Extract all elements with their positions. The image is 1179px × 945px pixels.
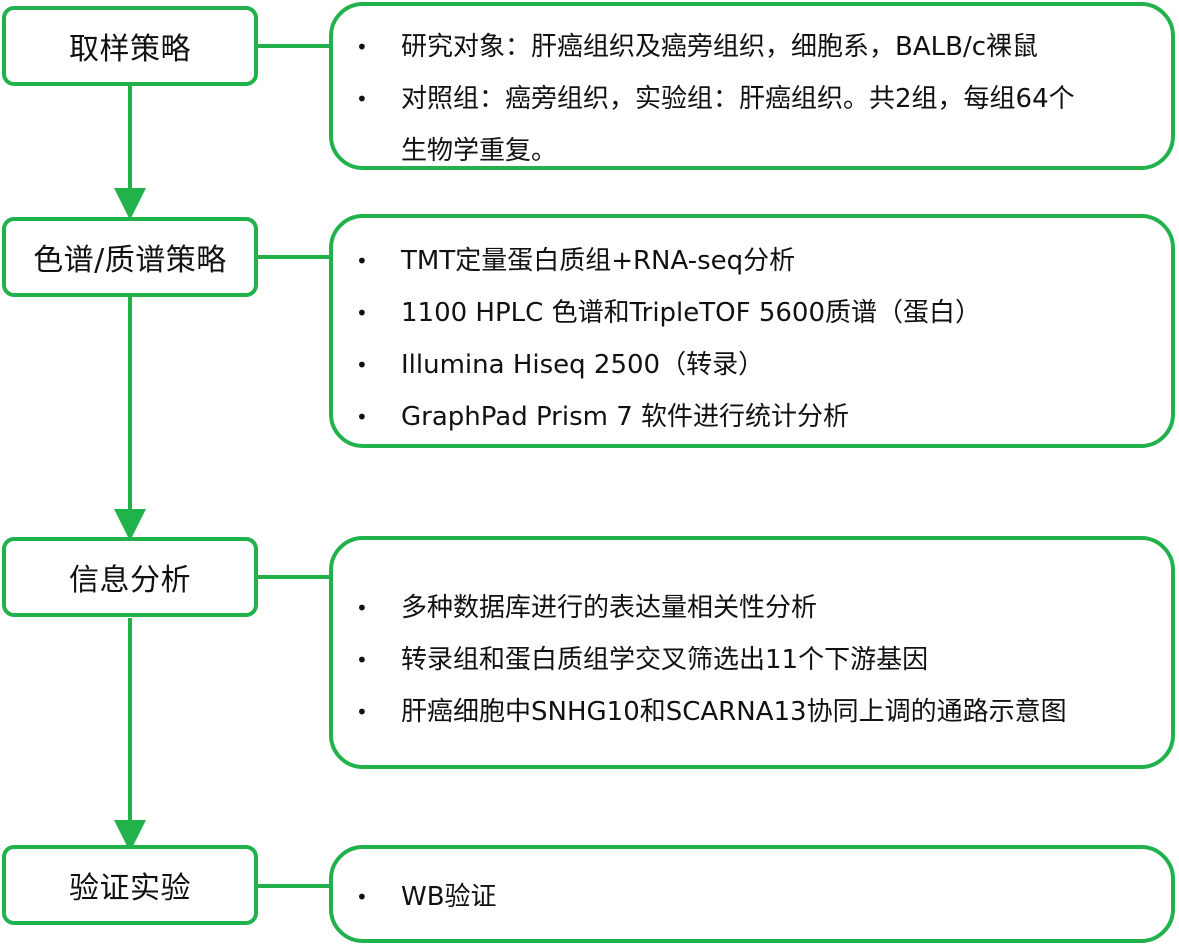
information-analysis-bullet-list: • 多种数据库进行的表达量相关性分析 • 转录组和蛋白质组学交叉筛选出11个下游… [333, 582, 1171, 738]
chromatography-ms-bullet-text: GraphPad Prism 7 软件进行统计分析 [401, 402, 850, 432]
sampling-bullet-item: • 对照组：癌旁组织，实验组：肝癌组织。共2组，每组64个 [333, 73, 1171, 125]
bullet-icon: • [356, 35, 368, 59]
bullet-icon: • [356, 301, 368, 325]
information-analysis-bullet-item: • 肝癌细胞中SNHG10和SCARNA13协同上调的通路示意图 [333, 686, 1171, 738]
sampling-bullet-text: 生物学重复。 [401, 136, 558, 166]
chromatography-ms-bullet-item: • TMT定量蛋白质组+RNA-seq分析 [333, 235, 1171, 287]
chromatography-ms-strategy-box: 色谱/质谱策略 [2, 217, 258, 297]
bullet-icon: • [356, 885, 368, 909]
sampling-bullet-list: • 研究对象：肝癌组织及癌旁组织，细胞系，BALB/c裸鼠 • 对照组：癌旁组织… [333, 21, 1171, 177]
bullet-icon: • [356, 648, 368, 672]
sampling-details-box: • 研究对象：肝癌组织及癌旁组织，细胞系，BALB/c裸鼠 • 对照组：癌旁组织… [329, 2, 1175, 170]
sampling-strategy-box: 取样策略 [2, 6, 258, 86]
chromatography-ms-bullet-text: Illumina Hiseq 2500（转录） [401, 350, 765, 380]
sampling-strategy-label: 取样策略 [69, 32, 191, 67]
bullet-icon: • [356, 353, 368, 377]
bullet-icon: • [356, 87, 368, 111]
chromatography-ms-bullet-item: • 1100 HPLC 色谱和TripleTOF 5600质谱（蛋白） [333, 287, 1171, 339]
sampling-bullet-text: 研究对象：肝癌组织及癌旁组织，细胞系，BALB/c裸鼠 [401, 32, 1039, 62]
chromatography-ms-bullet-text: TMT定量蛋白质组+RNA-seq分析 [401, 246, 796, 276]
information-analysis-bullet-text: 肝癌细胞中SNHG10和SCARNA13协同上调的通路示意图 [401, 697, 1067, 727]
validation-experiment-label: 验证实验 [69, 871, 191, 906]
chromatography-ms-details-box: • TMT定量蛋白质组+RNA-seq分析 • 1100 HPLC 色谱和Tri… [329, 214, 1175, 448]
information-analysis-bullet-item: • 转录组和蛋白质组学交叉筛选出11个下游基因 [333, 634, 1171, 686]
chromatography-ms-bullet-item: • Illumina Hiseq 2500（转录） [333, 339, 1171, 391]
sampling-bullet-item: • 研究对象：肝癌组织及癌旁组织，细胞系，BALB/c裸鼠 [333, 21, 1171, 73]
bullet-icon: • [356, 596, 368, 620]
information-analysis-bullet-text: 转录组和蛋白质组学交叉筛选出11个下游基因 [401, 645, 929, 675]
chromatography-ms-strategy-label: 色谱/质谱策略 [33, 243, 227, 278]
validation-bullet-list: • WB验证 [333, 871, 1171, 923]
validation-experiment-box: 验证实验 [2, 845, 258, 925]
information-analysis-details-box: • 多种数据库进行的表达量相关性分析 • 转录组和蛋白质组学交叉筛选出11个下游… [329, 536, 1175, 769]
information-analysis-bullet-item: • 多种数据库进行的表达量相关性分析 [333, 582, 1171, 634]
chromatography-ms-bullet-text: 1100 HPLC 色谱和TripleTOF 5600质谱（蛋白） [401, 298, 981, 328]
information-analysis-bullet-text: 多种数据库进行的表达量相关性分析 [401, 593, 818, 623]
bullet-icon: • [356, 700, 368, 724]
validation-details-box: • WB验证 [329, 845, 1175, 943]
chromatography-ms-bullet-list: • TMT定量蛋白质组+RNA-seq分析 • 1100 HPLC 色谱和Tri… [333, 235, 1171, 443]
sampling-bullet-continuation: 生物学重复。 [333, 125, 1171, 177]
chromatography-ms-bullet-item: • GraphPad Prism 7 软件进行统计分析 [333, 391, 1171, 443]
sampling-bullet-text: 对照组：癌旁组织，实验组：肝癌组织。共2组，每组64个 [401, 84, 1075, 114]
information-analysis-box: 信息分析 [2, 537, 258, 617]
bullet-icon: • [356, 405, 368, 429]
validation-bullet-item: • WB验证 [333, 871, 1171, 923]
information-analysis-label: 信息分析 [69, 563, 191, 598]
validation-bullet-text: WB验证 [401, 882, 497, 912]
bullet-icon: • [356, 249, 368, 273]
